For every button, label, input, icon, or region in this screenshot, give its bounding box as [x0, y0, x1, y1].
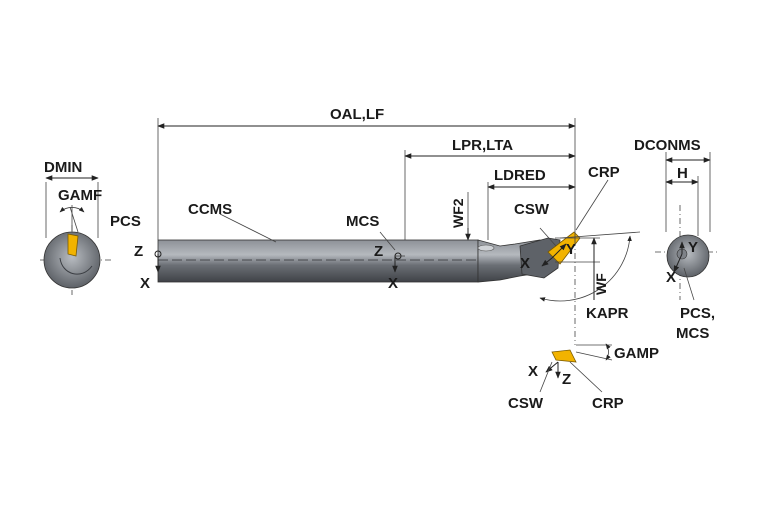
- axis-x-end: X: [666, 269, 676, 286]
- label-csw: CSW: [514, 201, 550, 218]
- label-h: H: [677, 165, 688, 182]
- label-wf2: WF2: [450, 198, 466, 228]
- label-lpr-lta: LPR,LTA: [452, 137, 513, 154]
- insert-end-left: [67, 233, 79, 257]
- end-view-left: [40, 175, 112, 295]
- label-crp-bottom: CRP: [592, 395, 624, 412]
- axis-z-detail: Z: [562, 371, 571, 388]
- dimension-lines: [154, 118, 641, 345]
- label-gamf: GAMF: [58, 187, 102, 204]
- label-wf: WF: [593, 273, 609, 295]
- label-dconms: DCONMS: [634, 137, 701, 154]
- axis-x-pcs: X: [140, 275, 150, 292]
- label-pcs-mcs-1: PCS,: [680, 305, 715, 322]
- label-ldred: LDRED: [494, 167, 546, 184]
- axis-x-mcs: X: [388, 275, 398, 292]
- label-dmin: DMIN: [44, 159, 82, 176]
- label-gamp: GAMP: [614, 345, 659, 362]
- insert-detail: [539, 343, 613, 393]
- label-pcs-mcs-2: MCS: [676, 325, 709, 342]
- label-pcs: PCS: [110, 213, 141, 230]
- axis-y-insert: Y: [566, 241, 576, 258]
- tool-shank: [157, 239, 546, 283]
- axis-z-pcs: Z: [134, 243, 143, 260]
- end-view-right: [655, 152, 720, 301]
- label-crp: CRP: [588, 164, 620, 181]
- axis-y-end: Y: [688, 239, 698, 256]
- label-ccms: CCMS: [188, 201, 232, 218]
- label-kapr: KAPR: [586, 305, 629, 322]
- label-csw-bottom: CSW: [508, 395, 544, 412]
- label-oal-lf: OAL,LF: [330, 106, 384, 123]
- axis-x-detail: X: [528, 363, 538, 380]
- labels: OAL,LF LPR,LTA LDRED CRP CSW WF2 WF KAPR…: [44, 106, 715, 412]
- axis-x-insert: X: [520, 255, 530, 272]
- axis-z-mcs: Z: [374, 243, 383, 260]
- label-mcs: MCS: [346, 213, 379, 230]
